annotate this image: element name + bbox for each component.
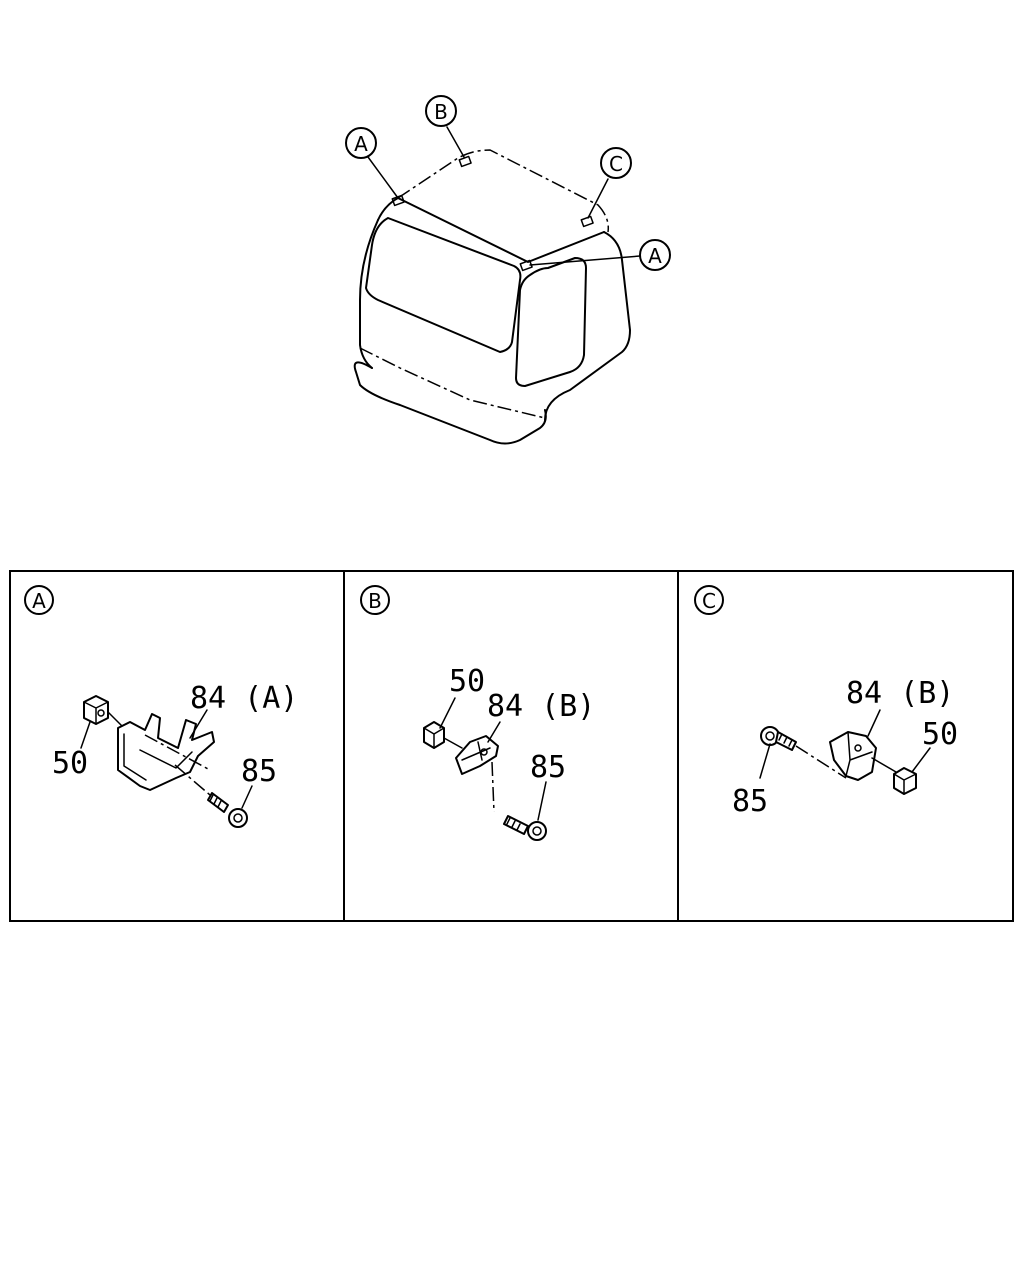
panel-c-bracket-label: 84 (B) [846, 676, 954, 711]
bracket-84b-icon [829, 731, 877, 781]
bracket-84b-icon [455, 735, 499, 775]
panel-c-letter: C [702, 589, 716, 613]
bracket-84a-icon [117, 713, 215, 791]
nut-50-icon [83, 695, 109, 725]
panel-b-bracket-label: 84 (B) [487, 689, 595, 724]
detail-panel-c: C 85 84 (B) 50 [694, 585, 958, 819]
panel-c-nut-label: 50 [922, 717, 958, 752]
panel-b-nut-label: 50 [449, 664, 485, 699]
detail-panel-b: B 50 84 (B) 85 [360, 585, 595, 841]
vehicle-rear-overview [353, 126, 641, 445]
callout-a-right-label: A [648, 244, 662, 268]
callout-c-label: C [609, 152, 623, 176]
detail-panels-frame [9, 570, 1014, 922]
screw-85-icon [207, 792, 248, 828]
callout-c: C [600, 147, 632, 179]
callout-a-left-label: A [354, 132, 368, 156]
panel-b-screw-label: 85 [530, 750, 566, 785]
panel-a-letter-callout: A [24, 585, 54, 615]
nut-50-icon [423, 721, 445, 749]
panel-a-screw-label: 85 [241, 754, 277, 789]
panel-c-screw-label: 85 [732, 784, 768, 819]
callout-b: B [425, 95, 457, 127]
nut-50-icon [893, 767, 917, 795]
callout-b-label: B [434, 100, 448, 124]
panel-b-letter-callout: B [360, 585, 390, 615]
callout-a-left: A [345, 127, 377, 159]
panel-c-letter-callout: C [694, 585, 724, 615]
screw-85-icon [503, 815, 547, 841]
callout-a-right: A [639, 239, 671, 271]
panel-a-letter: A [32, 589, 46, 613]
panel-b-letter: B [368, 589, 382, 613]
panel-a-bracket-label: 84 (A) [190, 681, 298, 716]
screw-85-icon [760, 726, 797, 751]
detail-panel-a: A 50 84 (A) 85 [24, 585, 298, 828]
panel-a-nut-label: 50 [52, 746, 88, 781]
